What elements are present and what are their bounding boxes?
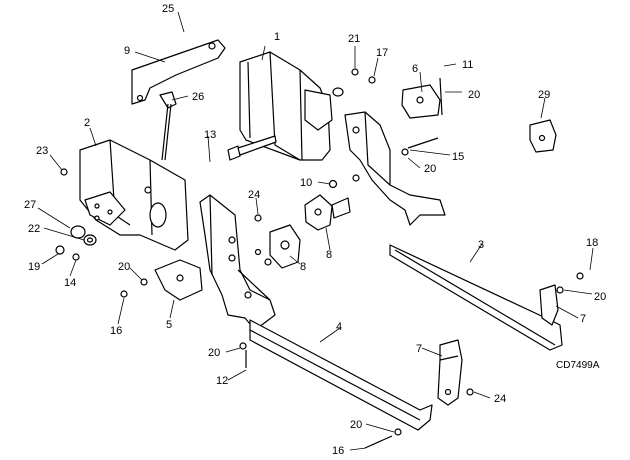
callout-2: 2 [84,117,90,129]
callout-25: 25 [162,3,174,15]
part-21-17-hardware [351,68,376,84]
callout-6: 6 [412,63,418,75]
callout-20-c: 20 [594,291,606,303]
part-24-fastener-left [254,214,262,222]
callout-12: 12 [216,375,228,387]
callout-17: 17 [376,47,388,59]
callout-20-b: 20 [424,163,436,175]
callout-7-a: 7 [580,313,586,325]
callout-16-b: 16 [332,445,344,457]
callout-8-b: 8 [300,261,306,273]
callout-24-b: 24 [494,393,506,405]
part-2-housing [79,139,189,251]
leader-lines [37,11,594,451]
callout-5: 5 [166,319,172,331]
part-4-frame [199,194,433,431]
callout-20-d: 20 [118,261,130,273]
part-8-bracket-left [254,224,301,269]
part-20-16-12-hardware [120,278,247,368]
part-9-plate [131,39,226,105]
callout-20-a: 20 [468,89,480,101]
part-19-14-hardware [55,168,80,261]
part-5-bracket [154,259,203,301]
callout-20-e: 20 [208,347,220,359]
part-3-frame [344,111,563,351]
callout-20-f: 20 [350,419,362,431]
callout-numbers: 25 9 1 21 17 11 6 20 26 13 2 23 27 22 19… [24,3,606,457]
callout-3: 3 [478,239,484,251]
callout-22: 22 [28,223,40,235]
callout-4: 4 [336,321,342,333]
callout-29: 29 [538,89,550,101]
part-7-bracket-bottom [437,339,474,406]
callout-23: 23 [36,145,48,157]
callout-10: 10 [300,177,312,189]
part-27-22-washers [70,225,97,246]
part-26-rod [159,91,177,161]
part-8-bracket-center [304,194,351,231]
part-10-washer [328,179,338,189]
callout-11: 11 [462,59,473,71]
callout-13: 13 [204,129,216,141]
part-15-bolt [401,137,439,156]
part-1-bracket [239,51,344,161]
callout-7-b: 7 [416,343,422,355]
callout-19: 19 [28,261,40,273]
figure-code: CD7499A [556,360,600,371]
callout-16-a: 16 [110,325,122,337]
part-29-bracket [529,119,557,153]
part-7-bracket-right [539,272,584,326]
callout-26: 26 [192,91,204,103]
callout-27: 27 [24,199,36,211]
part-13-bolt [227,135,277,161]
callout-18: 18 [586,237,598,249]
callout-21: 21 [348,33,360,45]
part-20-16-bottom-hardware [364,428,402,449]
part-6-bracket [401,77,443,119]
callout-8-a: 8 [326,249,332,261]
callout-1: 1 [274,31,280,43]
callout-24-a: 24 [248,189,260,201]
callout-15: 15 [452,151,464,163]
callout-14: 14 [64,277,76,289]
callout-9: 9 [124,45,130,57]
